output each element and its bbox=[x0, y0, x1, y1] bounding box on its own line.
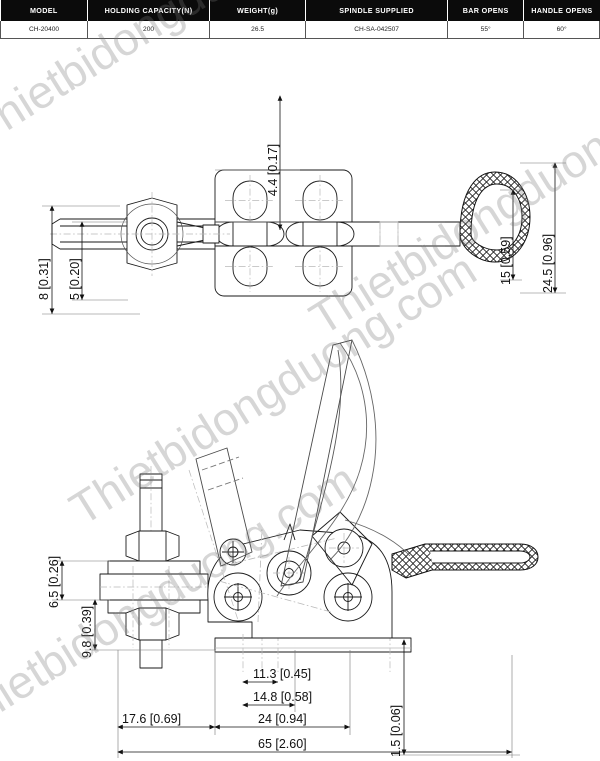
cell-holding-capacity: 200 bbox=[87, 21, 210, 39]
spindle-assembly-top bbox=[50, 192, 230, 276]
toggle-linkage bbox=[207, 511, 393, 639]
column-header-handle-opens: HANDLE OPENS bbox=[523, 0, 600, 21]
dimension-label-1-5: 1.5 [0.06] bbox=[389, 705, 403, 757]
dimension-label-65: 65 [2.60] bbox=[258, 737, 307, 751]
column-header-weight: WEIGHT(g) bbox=[208, 0, 307, 21]
watermark-text: Thietbidongduong.com bbox=[300, 52, 600, 345]
dimension-label-14-8: 14.8 [0.58] bbox=[253, 690, 312, 704]
dimension-label-24: 24 [0.94] bbox=[258, 712, 307, 726]
column-header-holding-capacity: HOLDING CAPACITY(N) bbox=[87, 0, 210, 21]
mounting-slots bbox=[225, 175, 345, 292]
cell-bar-opens: 55° bbox=[447, 21, 525, 39]
column-header-spindle-supplied: SPINDLE SUPPLIED bbox=[305, 0, 449, 21]
table-header-row: MODEL HOLDING CAPACITY(N) WEIGHT(g) SPIN… bbox=[0, 0, 600, 21]
top-view-geometry bbox=[50, 169, 531, 297]
watermark-text: Thietbidongduong.com bbox=[0, 452, 365, 745]
handle-grip-side bbox=[391, 543, 539, 579]
dimension-label-6-5: 6.5 [0.26] bbox=[47, 556, 61, 608]
dimension-label-5: 5 [0.20] bbox=[68, 258, 82, 300]
handle-open-phantom bbox=[276, 339, 411, 597]
dimension-label-9-8: 9.8 [0.39] bbox=[80, 606, 94, 658]
dimension-label-17-6: 17.6 [0.69] bbox=[122, 712, 181, 726]
dimension-label-8: 8 [0.31] bbox=[37, 258, 51, 300]
handle-grip-top bbox=[445, 171, 531, 263]
side-view-geometry bbox=[99, 339, 539, 672]
specification-table: MODEL HOLDING CAPACITY(N) WEIGHT(g) SPIN… bbox=[0, 0, 600, 39]
dimension-label-24-5: 24.5 [0.96] bbox=[541, 234, 555, 293]
cell-model: CH-20400 bbox=[0, 21, 89, 39]
dimension-label-15: 15 [0.59] bbox=[499, 236, 513, 285]
spindle-assembly-side bbox=[99, 466, 215, 669]
dimension-label-11-3: 11.3 [0.45] bbox=[253, 667, 311, 681]
table-row: CH-20400 200 26.5 CH-SA-042507 55° 60° bbox=[0, 21, 600, 39]
cell-spindle-supplied: CH-SA-042507 bbox=[305, 21, 449, 39]
column-header-model: MODEL bbox=[0, 0, 89, 21]
cell-weight: 26.5 bbox=[208, 21, 307, 39]
column-header-bar-opens: BAR OPENS bbox=[447, 0, 525, 21]
bar-open-phantom bbox=[188, 447, 253, 621]
dimension-label-4-4: 4.4 [0.17] bbox=[266, 144, 280, 196]
dimension-lines bbox=[42, 95, 566, 758]
watermark-text: Thietbidongduong.com bbox=[60, 242, 485, 535]
cell-handle-opens: 60° bbox=[523, 21, 600, 39]
